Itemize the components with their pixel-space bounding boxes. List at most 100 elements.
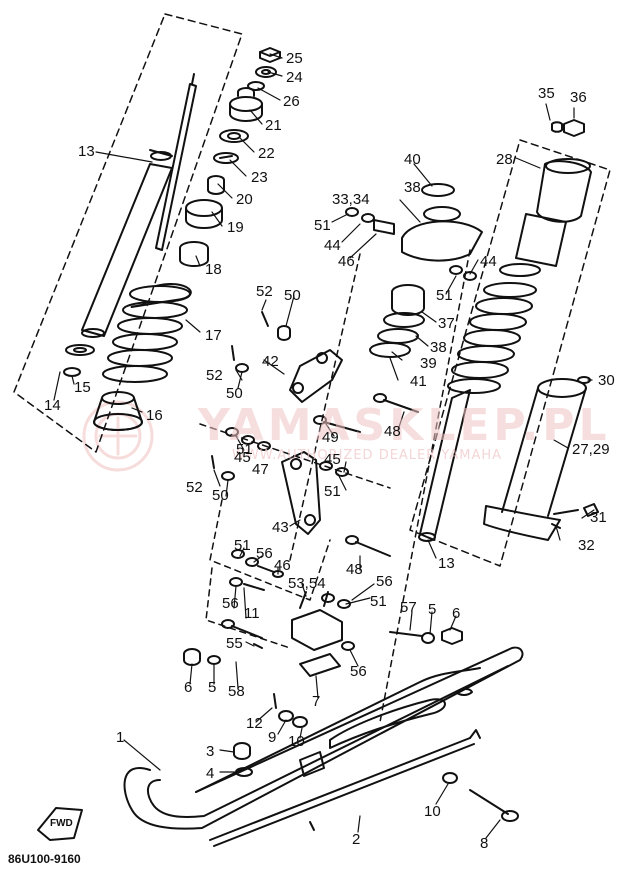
- spring-17: [102, 283, 192, 383]
- group-frames: [199, 249, 471, 723]
- label-43: 43: [272, 519, 289, 536]
- label-31: 31: [590, 509, 607, 526]
- label-50-b: 50: [226, 385, 243, 402]
- label-3: 3: [206, 743, 215, 760]
- label-11: 11: [244, 605, 260, 622]
- label-36: 36: [570, 89, 587, 106]
- label-57: 57: [400, 599, 417, 616]
- label-42: 42: [262, 353, 279, 370]
- label-1: 1: [116, 729, 125, 746]
- bolts: [221, 393, 519, 822]
- label-10-left: 10: [288, 733, 305, 750]
- label-15: 15: [74, 379, 91, 396]
- label-21: 21: [265, 117, 282, 134]
- shock-absorber-13: [81, 73, 197, 338]
- mount-parts: [345, 183, 483, 281]
- label-56-a: 56: [256, 545, 273, 562]
- label-44-b: 44: [480, 253, 497, 270]
- label-51-c: 51: [236, 441, 253, 458]
- label-48-b: 48: [346, 561, 363, 578]
- label-56-d: 56: [350, 663, 367, 680]
- label-56-c: 56: [222, 595, 239, 612]
- label-46-a: 46: [338, 253, 355, 270]
- label-37: 37: [438, 315, 455, 332]
- label-46-b: 46: [274, 557, 291, 574]
- label-45-b: 45: [324, 451, 341, 468]
- label-30: 30: [598, 372, 615, 389]
- label-25: 25: [286, 50, 303, 67]
- label-5-left: 5: [208, 679, 217, 696]
- label-6-right: 6: [452, 605, 461, 622]
- link-42: [231, 311, 343, 403]
- label-52-b: 52: [206, 367, 223, 384]
- diagram-code: 86U100-9160: [8, 852, 81, 866]
- label-6-left: 6: [184, 679, 193, 696]
- label-38-top: 38: [404, 179, 421, 196]
- label-32: 32: [578, 537, 595, 554]
- label-51-d: 51: [324, 483, 341, 500]
- label-5-right: 5: [428, 601, 437, 618]
- label-28: 28: [496, 151, 513, 168]
- label-45-a: 45: [234, 449, 251, 466]
- top-fittings: [179, 47, 281, 267]
- label-38-mid: 38: [430, 339, 447, 356]
- label-50-a: 50: [284, 287, 301, 304]
- label-33-34: 33,34: [332, 191, 370, 208]
- left-shock-frame: [13, 13, 243, 453]
- ski-1: [123, 646, 524, 830]
- label-2: 2: [352, 831, 361, 848]
- label-51-f: 51: [370, 593, 387, 610]
- label-13-right: 13: [438, 555, 455, 572]
- label-56-b: 56: [376, 573, 393, 590]
- label-27-29: 27,29: [572, 441, 610, 458]
- label-9: 9: [268, 729, 277, 746]
- label-48-a: 48: [384, 423, 401, 440]
- label-52-a: 52: [256, 283, 273, 300]
- label-50-c: 50: [212, 487, 229, 504]
- wear-bar-2: [209, 729, 481, 847]
- label-53-54: 53,54: [288, 575, 326, 592]
- label-17: 17: [205, 327, 222, 344]
- label-7: 7: [312, 693, 321, 710]
- label-23: 23: [251, 169, 268, 186]
- label-39: 39: [420, 355, 437, 372]
- fwd-label: FWD: [50, 818, 73, 829]
- label-4: 4: [206, 765, 215, 782]
- label-14: 14: [44, 397, 61, 414]
- label-24: 24: [286, 69, 303, 86]
- label-44-a: 44: [324, 237, 341, 254]
- label-8: 8: [480, 835, 489, 852]
- label-20: 20: [236, 191, 253, 208]
- nuts-washers: [183, 503, 599, 784]
- label-16: 16: [146, 407, 163, 424]
- label-26: 26: [283, 93, 300, 110]
- label-12: 12: [246, 715, 263, 732]
- label-19: 19: [227, 219, 244, 236]
- leader-lines: [53, 53, 595, 839]
- reservoir-27-29: [483, 376, 591, 541]
- shock-lower-parts: [63, 344, 143, 431]
- label-22: 22: [258, 145, 275, 162]
- label-41: 41: [410, 373, 427, 390]
- label-52-c: 52: [186, 479, 203, 496]
- label-18: 18: [205, 261, 222, 278]
- bump-stop-stack: [369, 284, 425, 358]
- shock-absorber-right: [418, 119, 592, 542]
- fwd-arrow-icon: [37, 807, 83, 841]
- label-58: 58: [228, 683, 245, 700]
- label-49: 49: [322, 429, 339, 446]
- label-51-b: 51: [436, 287, 453, 304]
- spindle-53-54: [229, 549, 355, 677]
- arm-43: [211, 427, 349, 535]
- label-13-left: 13: [78, 143, 95, 160]
- label-55: 55: [226, 635, 243, 652]
- watermark-text: YAMASKLEP.PL: [198, 400, 611, 451]
- label-35: 35: [538, 85, 555, 102]
- label-51-a: 51: [314, 217, 331, 234]
- label-51-e: 51: [234, 537, 251, 554]
- label-47: 47: [252, 461, 269, 478]
- label-10-right: 10: [424, 803, 441, 820]
- label-40: 40: [404, 151, 421, 168]
